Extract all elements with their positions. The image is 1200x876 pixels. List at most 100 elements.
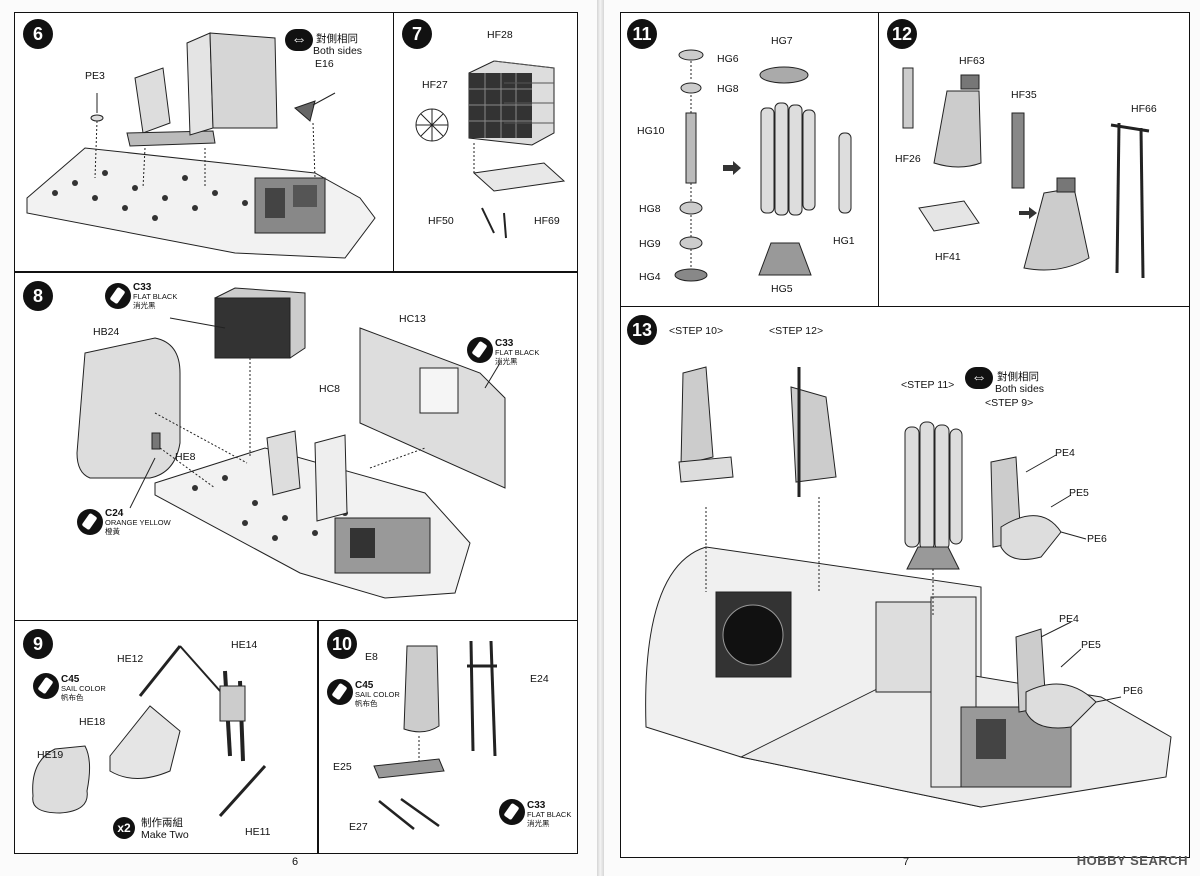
label-he14: HE14: [231, 639, 258, 651]
label-hf27: HF27: [422, 79, 448, 91]
label-hg8-top: HG8: [717, 83, 739, 95]
paint-code: C24: [105, 508, 124, 519]
make-two-en: Make Two: [141, 829, 189, 841]
page-number-right: 7: [903, 856, 910, 868]
step-12-number: 12: [887, 19, 917, 49]
step-9-number: 9: [23, 629, 53, 659]
step-12-panel: 12 HF63 HF35 HF66 HF26 HF41: [878, 12, 1190, 308]
label-hf66: HF66: [1131, 103, 1157, 115]
both-sides-en: Both sides: [995, 383, 1045, 395]
make-two-cn: 制作兩組: [141, 817, 183, 829]
paint-name-cn: 橙黃: [105, 527, 120, 536]
label-hc8: HC8: [319, 383, 341, 395]
label-hf63: HF63: [959, 55, 985, 67]
label-he19: HE19: [37, 749, 64, 761]
page-number-left: 6: [292, 856, 299, 868]
paint-code: C33: [527, 800, 546, 811]
label-he8: HE8: [175, 451, 196, 463]
label-pe5-lower: PE5: [1081, 639, 1101, 651]
label-pe6-upper: PE6: [1087, 533, 1107, 545]
step-9-panel: 9 HE12 HE14 HE18 HE19 HE11 C45 SAIL COLO…: [14, 620, 318, 854]
step-13-number: 13: [627, 315, 657, 345]
paint-name-cn: 消光黑: [527, 819, 550, 828]
paint-brush-icon: [33, 673, 59, 699]
label-hf69: HF69: [534, 215, 560, 227]
label-e16: E16: [315, 58, 334, 70]
paint-name-cn: 帆布色: [61, 693, 84, 702]
paint-callout-1: C33 FLAT BLACK 消光黑: [133, 282, 178, 311]
paint-brush-icon: [77, 509, 103, 535]
label-pe6-lower: PE6: [1123, 685, 1143, 697]
label-e25: E25: [333, 761, 352, 773]
step-10-number: 10: [327, 629, 357, 659]
paint-brush-icon: [105, 283, 131, 309]
label-hg8-bottom: HG8: [639, 203, 661, 215]
paint-name: FLAT BLACK: [527, 810, 572, 819]
paint-code: C45: [355, 680, 374, 691]
book-gutter: [597, 0, 605, 876]
both-sides-cn: 對側相同: [997, 371, 1039, 383]
paint-callout-2: C33 FLAT BLACK 消光黑: [527, 800, 572, 829]
step-10-illustration: [373, 640, 497, 830]
label-hg9: HG9: [639, 238, 661, 250]
paint-name-cn: 消光黑: [133, 301, 156, 310]
step-9-illustration: [32, 645, 267, 818]
step-8-panel: 8 C33: [14, 272, 578, 622]
label-hf35: HF35: [1011, 89, 1037, 101]
paint-name-cn: 帆布色: [355, 699, 378, 708]
label-hc13: HC13: [399, 313, 426, 325]
label-hg7: HG7: [771, 35, 793, 47]
watermark: HOBBY SEARCH: [1076, 853, 1188, 868]
paint-code: C33: [495, 338, 514, 349]
paint-name-cn: 消光黑: [495, 357, 518, 366]
paint-brush-icon: [467, 337, 493, 363]
step-7-number: 7: [402, 19, 432, 49]
step-8-illustration: [76, 287, 506, 599]
make-two-badge: x2: [113, 817, 135, 839]
step-6-panel: 6 PE3 ⇔ 對側相同 Both sides E16: [14, 12, 395, 272]
paint-code: C45: [61, 674, 80, 685]
paint-code: C33: [133, 282, 152, 293]
paint-callout-3: C24 ORANGE YELLOW 橙黃: [105, 508, 171, 537]
step-10-panel: 10 E8 E24 E25 E27 C45 SAIL COLOR 帆布色 C33…: [318, 620, 578, 854]
step-13-illustration: [645, 366, 1172, 808]
label-e8: E8: [365, 651, 378, 663]
label-pe4-lower: PE4: [1059, 613, 1079, 625]
step-6-number: 6: [23, 19, 53, 49]
step-7-illustration: [415, 60, 566, 239]
step-12-illustration: [902, 67, 1150, 279]
both-sides-en: Both sides: [313, 45, 363, 57]
label-he11: HE11: [245, 826, 271, 838]
step-8-number: 8: [23, 281, 53, 311]
paint-name: SAIL COLOR: [355, 690, 400, 699]
paint-brush-icon: [499, 799, 525, 825]
step-13-panel: 13: [620, 306, 1190, 858]
paint-name: ORANGE YELLOW: [105, 518, 171, 527]
step-7-panel: 7 HF28 HF27 HF50 HF69: [393, 12, 578, 272]
step-6-illustration: [26, 32, 376, 259]
label-hf41: HF41: [935, 251, 961, 263]
label-hg10: HG10: [637, 125, 665, 137]
paint-brush-icon: [327, 679, 353, 705]
label-step12-ref: <STEP 12>: [769, 325, 824, 337]
label-hf50: HF50: [428, 215, 454, 227]
label-hb24: HB24: [93, 326, 120, 338]
label-e24: E24: [530, 673, 549, 685]
paint-callout-1: C45 SAIL COLOR 帆布色: [355, 680, 400, 709]
step-11-number: 11: [627, 19, 657, 49]
label-he12: HE12: [117, 653, 144, 665]
label-hg5: HG5: [771, 283, 793, 295]
label-pe4-upper: PE4: [1055, 447, 1075, 459]
label-he18: HE18: [79, 716, 106, 728]
paint-name: SAIL COLOR: [61, 684, 106, 693]
both-sides-icon: ⇔: [965, 367, 993, 389]
label-hg6: HG6: [717, 53, 739, 65]
step-11-illustration: [674, 49, 852, 282]
paint-name: FLAT BLACK: [133, 292, 178, 301]
both-sides-icon: ⇔: [285, 29, 313, 51]
label-hf28: HF28: [487, 29, 513, 41]
step-11-panel: 11 HG6 HG7 HG8 HG10 HG8 HG9 HG4 HG5 HG1: [620, 12, 882, 308]
paint-callout-2: C33 FLAT BLACK 消光黑: [495, 338, 539, 367]
label-step11-ref: <STEP 11>: [901, 379, 955, 391]
label-e27: E27: [349, 821, 368, 833]
